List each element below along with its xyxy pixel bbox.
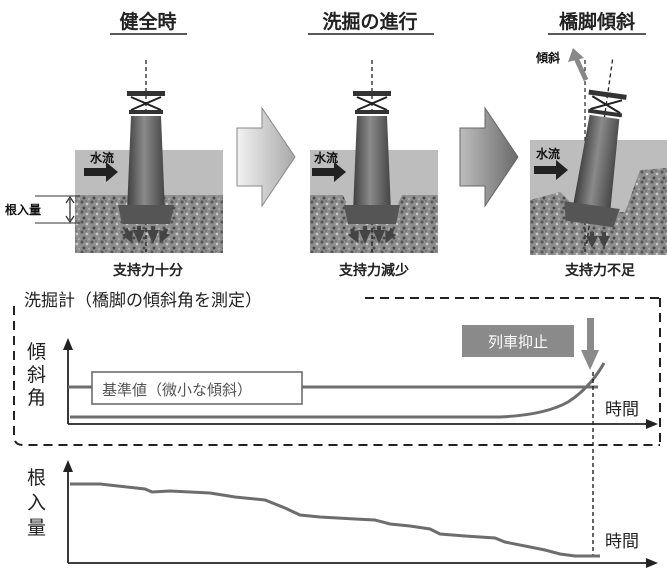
y-axis-char: 根: [27, 467, 46, 489]
support-force-arrows: [121, 226, 171, 244]
transition-arrow: [459, 106, 519, 208]
monitor-dashed-border: [13, 297, 661, 446]
water-flow-arrow: [84, 162, 118, 182]
stage-title: 橋脚傾斜: [559, 10, 635, 33]
x-axis-label: 時間: [605, 400, 639, 420]
embedment-label: 根入量: [5, 202, 41, 217]
tilted-pier: [564, 59, 627, 245]
stage-caption: 支持力減少: [338, 262, 409, 279]
pier-footing: [118, 205, 174, 224]
stage-caption: 支持力十分: [112, 262, 183, 279]
embedment-depth-curve: [70, 482, 600, 558]
support-force-arrows: [347, 226, 397, 244]
stage-scour-progress: 洗掘の進行 水流 支持力減少: [308, 10, 438, 279]
stage-caption: 支持力不足: [564, 262, 636, 279]
tilt-label: 傾斜: [535, 50, 560, 65]
y-axis: [63, 460, 73, 563]
water-flow-arrow: [312, 162, 346, 182]
threshold-box: [91, 371, 303, 405]
riverbed-gravel: [530, 168, 667, 255]
y-axis-char: 入: [27, 492, 46, 514]
monitor-title: 洗掘計（橋脚の傾斜角を測定）: [24, 291, 262, 311]
water-flow-arrow: [534, 160, 568, 180]
flow-label: 水流: [90, 150, 114, 165]
y-axis-char: 角: [27, 387, 46, 409]
y-axis: [63, 338, 73, 424]
y-axis-char: 斜: [27, 364, 46, 386]
depth-chart: 根 入 量 時間: [27, 460, 658, 568]
transition-arrow: [236, 106, 296, 208]
y-axis-char: 量: [27, 517, 46, 539]
flow-label: 水流: [314, 150, 338, 165]
stage-pier-tilt: 橋脚傾斜 傾斜 水流 支持力不足: [530, 10, 667, 279]
x-axis: [68, 558, 658, 568]
embedment-dimension: [35, 195, 80, 224]
support-force-arrows: [586, 232, 610, 248]
pier-body: [353, 116, 391, 212]
x-axis-label: 時間: [605, 532, 639, 552]
stage-title: 健全時: [119, 10, 176, 33]
action-label: 列車抑止: [488, 333, 548, 351]
tilt-angle-curve: [70, 362, 606, 419]
pier-top-frame: [353, 91, 391, 114]
threshold-label: 基準値（微小な傾斜）: [102, 381, 252, 399]
tilt-monitor-panel: 洗掘計（橋脚の傾斜角を測定） 傾 斜 角 時間 基準値（微小な傾斜） 列車抑止: [13, 291, 661, 446]
tilt-arrow: [568, 48, 589, 82]
flow-label: 水流: [536, 146, 560, 161]
pier-body: [127, 116, 165, 212]
stage-healthy: 健全時 水流 根入量: [5, 10, 223, 279]
action-label-box: [462, 325, 574, 357]
stage-title: 洗掘の進行: [322, 10, 417, 33]
x-axis: [68, 419, 658, 429]
pier-top-frame: [127, 91, 165, 114]
trigger-arrow: [581, 318, 599, 370]
y-axis-char: 傾: [27, 341, 46, 363]
pier-footing: [344, 205, 400, 224]
